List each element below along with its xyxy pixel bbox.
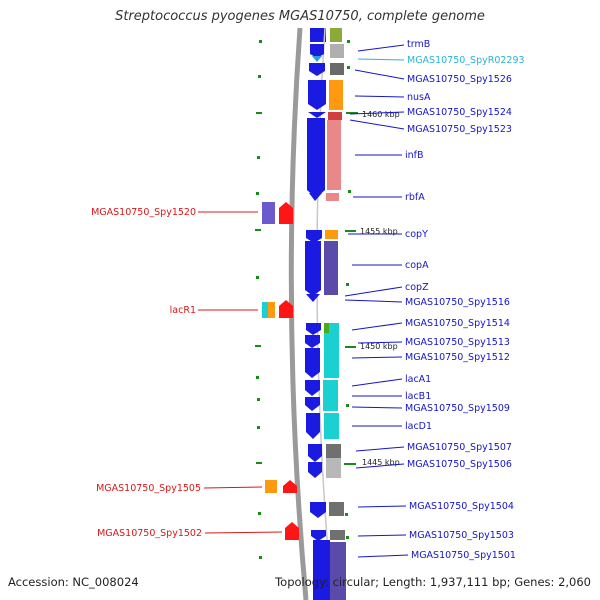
gene-arrow xyxy=(311,530,326,541)
gene-arrow xyxy=(306,413,320,439)
gene-label: MGAS10750_Spy1512 xyxy=(405,352,510,363)
gene-label: MGAS10750_Spy1504 xyxy=(409,501,514,512)
kbp-markers: 1460 kbp 1455 kbp 1450 kbp 1445 kbp xyxy=(344,107,402,468)
minor-ticks xyxy=(255,40,262,559)
gene-arrow xyxy=(310,44,324,58)
gene-arrow xyxy=(305,241,321,296)
gene-label: MGAS10750_Spy1506 xyxy=(407,459,512,470)
gene-label: MGAS10750_Spy1503 xyxy=(409,530,514,541)
gene-label: MGAS10750_SpyR02293 xyxy=(407,55,525,66)
left-gene-labels: MGAS10750_Spy1520 lacR1 MGAS10750_Spy150… xyxy=(91,207,283,539)
gene-arrow xyxy=(308,112,326,118)
gene-label: copA xyxy=(405,260,429,271)
gene-arrow xyxy=(305,380,320,396)
gene-label: MGAS10750_Spy1524 xyxy=(407,107,512,118)
gene-label: MGAS10750_Spy1505 xyxy=(96,483,201,494)
gene-label: MGAS10750_Spy1501 xyxy=(411,550,516,561)
gene-label: MGAS10750_Spy1516 xyxy=(405,297,510,308)
gene-arrow xyxy=(313,540,330,600)
kbp-label: 1450 kbp xyxy=(360,342,398,351)
gene-label: infB xyxy=(405,150,424,161)
gene-label: lacA1 xyxy=(405,374,431,385)
genome-title: Streptococcus pyogenes MGAS10750, comple… xyxy=(115,9,485,24)
gene-arrow xyxy=(308,444,322,462)
gene-label: lacB1 xyxy=(405,391,431,402)
gene-arrow xyxy=(309,63,325,76)
gene-label: nusA xyxy=(407,92,431,103)
gene-label: lacD1 xyxy=(405,421,432,432)
gene-arrow xyxy=(308,80,326,110)
accession-text: Accession: NC_008024 xyxy=(8,575,139,589)
gene-arrow xyxy=(308,462,322,478)
gene-label: MGAS10750_Spy1526 xyxy=(407,74,512,85)
gene-label: copZ xyxy=(405,282,429,293)
topology-text: Topology: circular; Length: 1,937,111 bp… xyxy=(275,575,591,589)
forward-gene-column xyxy=(305,44,330,600)
gene-arrow xyxy=(306,323,321,335)
gene-label: MGAS10750_Spy1523 xyxy=(407,124,512,135)
gene-label: MGAS10750_Spy1509 xyxy=(405,403,510,414)
gene-label: lacR1 xyxy=(170,305,196,316)
gene-label: trmB xyxy=(407,39,430,50)
gene-label: MGAS10750_Spy1513 xyxy=(405,337,510,348)
right-gene-labels: trmB MGAS10750_SpyR02293 MGAS10750_Spy15… xyxy=(344,39,525,561)
gene-arrow xyxy=(309,193,322,201)
gene-label: MGAS10750_Spy1507 xyxy=(407,442,512,453)
gene-arrow xyxy=(306,294,320,302)
reverse-gene-features xyxy=(262,202,299,540)
kbp-label: 1445 kbp xyxy=(362,458,400,467)
gene-arrow xyxy=(310,502,326,518)
gene-label: MGAS10750_Spy1514 xyxy=(405,318,510,329)
gene-label: rbfA xyxy=(405,192,425,203)
gene-arrow xyxy=(305,335,320,348)
gene-arrow xyxy=(305,348,320,378)
gene-arrow xyxy=(306,230,322,243)
top-color-strip xyxy=(310,28,342,42)
gene-arrow xyxy=(307,118,325,198)
gene-arrow xyxy=(312,56,322,62)
cog-color-column xyxy=(323,44,346,600)
gene-label: copY xyxy=(405,229,428,240)
gene-label: MGAS10750_Spy1502 xyxy=(97,528,202,539)
gene-arrow xyxy=(305,397,320,411)
kbp-label: 1460 kbp xyxy=(362,110,400,119)
gene-label: MGAS10750_Spy1520 xyxy=(91,207,196,218)
kbp-label: 1455 kbp xyxy=(360,227,398,236)
